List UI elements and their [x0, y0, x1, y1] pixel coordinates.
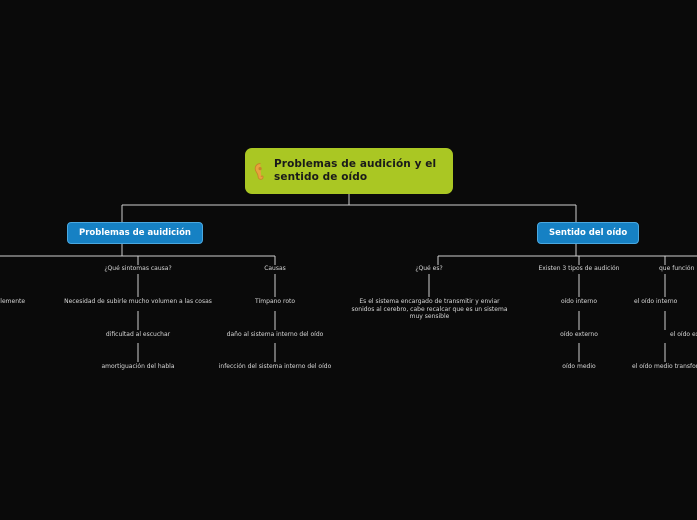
leaf-label: el oído ex [670, 331, 697, 338]
leaf-el-oido-medio-transforma[interactable]: el oído medio transform [632, 363, 697, 371]
leaf-label: el oído medio transform [632, 363, 697, 370]
root-label: Problemas de audición y el sentido de oí… [274, 158, 437, 183]
topic-label: ¿Qué es? [415, 265, 443, 272]
leaf-label: Tímpano roto [254, 298, 296, 305]
root-node[interactable]: Problemas de audición y el sentido de oí… [245, 148, 453, 194]
leaf-text-line-1: r, o simplemente ción [0, 298, 26, 305]
leaf-oido-medio[interactable]: oído medio [539, 363, 619, 371]
leaf-label: dificultad al escuchar [105, 331, 171, 338]
topic-que-sintomas-causa[interactable]: ¿Qué sintomas causa? [88, 265, 188, 273]
topic-label: que función [659, 265, 695, 272]
topic-label: Existen 3 tipos de audición [538, 265, 620, 272]
leaf-oido-externo[interactable]: oído externo [539, 331, 619, 339]
topic-label: Causas [264, 265, 286, 272]
leaf-label: amortiguación del habla [101, 363, 175, 370]
topic-que-es[interactable]: ¿Qué es? [389, 265, 469, 273]
branch-label: Problemas de auidición [79, 228, 191, 238]
leaf-label: oído externo [560, 331, 598, 338]
branch-node-problemas-de-audicion[interactable]: Problemas de auidición [67, 222, 203, 244]
leaf-dificultad-escuchar[interactable]: dificultad al escuchar [88, 331, 188, 339]
leaf-necesidad-volumen[interactable]: Necesidad de subirle mucho volumen a las… [53, 298, 223, 306]
leaf-definicion-sistema-auditivo[interactable]: Es el sistema encargado de transmitir y … [348, 298, 511, 321]
leaf-label: oído interno [560, 298, 598, 305]
topic-causas[interactable]: Causas [235, 265, 315, 273]
ear-icon [254, 162, 264, 180]
leaf-label: daño al sistema interno del oído [226, 331, 324, 338]
leaf-label: oído medio [562, 363, 596, 370]
leaf-timpano-roto[interactable]: Tímpano roto [235, 298, 315, 306]
leaf-el-oido-externo[interactable]: el oído ex [670, 331, 697, 339]
leaf-label: Necesidad de subirle mucho volumen a las… [64, 298, 212, 305]
branch-label: Sentido del oído [549, 228, 628, 238]
leaf-label: infección del sistema interno del oído [218, 363, 332, 370]
leaf-infeccion-sistema-interno[interactable]: infección del sistema interno del oído [205, 363, 345, 371]
topic-label: ¿Qué sintomas causa? [104, 265, 172, 272]
leaf-oido-interno[interactable]: oído interno [539, 298, 619, 306]
leaf-clipped-side-note[interactable]: r, o simplemente ción [0, 298, 48, 314]
topic-existen-3-tipos-de-audicion[interactable]: Existen 3 tipos de audición [524, 265, 634, 273]
leaf-dano-sistema-interno[interactable]: daño al sistema interno del oído [210, 331, 340, 339]
branch-node-sentido-del-oido[interactable]: Sentido del oído [537, 222, 640, 244]
leaf-label: Es el sistema encargado de transmitir y … [351, 298, 508, 320]
leaf-el-oido-interno[interactable]: el oído interno [634, 298, 697, 306]
topic-que-funcion[interactable]: que función [659, 265, 697, 273]
leaf-label: el oído interno [634, 298, 678, 305]
leaf-amortiguacion-habla[interactable]: amortiguación del habla [83, 363, 193, 371]
